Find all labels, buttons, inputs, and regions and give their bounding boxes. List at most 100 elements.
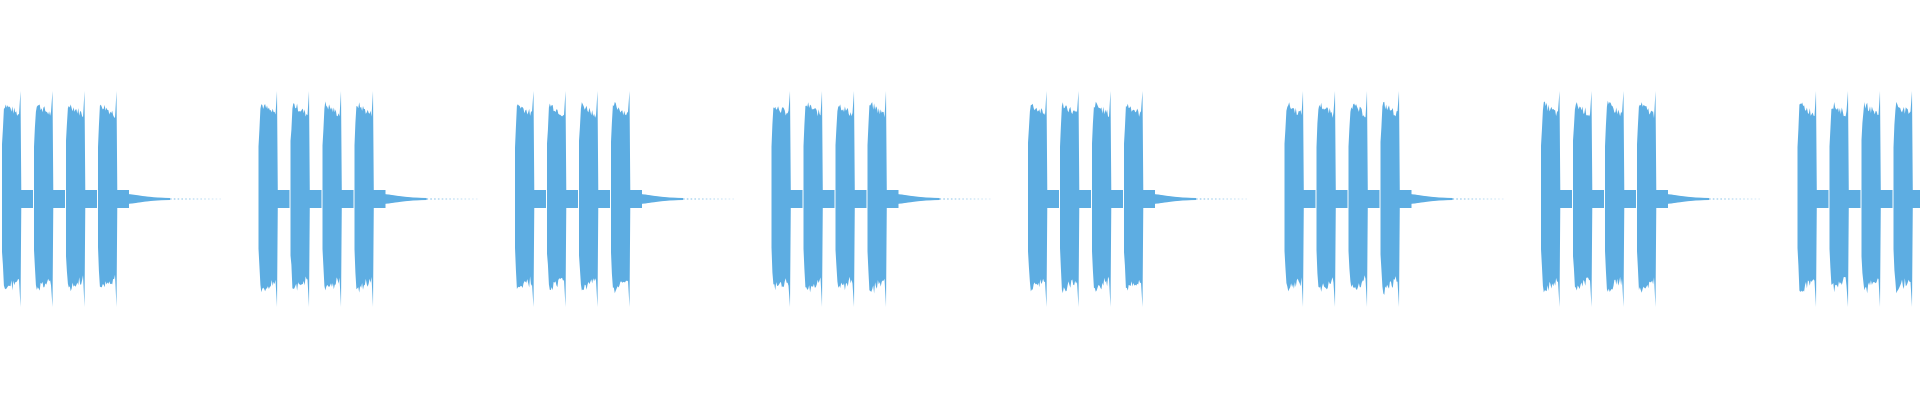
- waveform-residual: [1479, 198, 1481, 200]
- waveform-residual: [1196, 198, 1198, 200]
- waveform-centerline: [1905, 195, 1920, 203]
- waveform-notch: [1816, 190, 1829, 208]
- waveform-residual: [173, 198, 176, 200]
- waveform-burst: [579, 91, 606, 307]
- waveform-tail: [125, 194, 170, 204]
- waveform-notch: [1592, 190, 1604, 208]
- waveform-group: [258, 91, 478, 307]
- waveform-residual: [185, 198, 187, 200]
- waveform-burst: [1637, 91, 1664, 307]
- waveform-residual: [947, 198, 949, 200]
- waveform-residual: [204, 198, 206, 200]
- waveform-residual: [705, 198, 708, 200]
- waveform-tail: [1664, 194, 1709, 204]
- waveform-residual: [988, 198, 991, 200]
- waveform-residual: [196, 198, 199, 200]
- waveform-residual: [1747, 198, 1749, 200]
- waveform-residual: [724, 198, 727, 200]
- waveform-residual: [1482, 198, 1485, 200]
- waveform-notch: [341, 190, 354, 208]
- waveform-notch: [534, 190, 546, 208]
- waveform-group: [1797, 91, 1920, 307]
- waveform-burst: [867, 91, 894, 307]
- waveform-residual: [441, 198, 444, 200]
- waveform-residual: [426, 198, 429, 200]
- waveform-residual: [460, 198, 463, 200]
- waveform-notch: [277, 190, 290, 208]
- waveform-group: [771, 91, 991, 307]
- waveform-residual: [943, 198, 945, 200]
- waveform-burst: [34, 91, 61, 307]
- waveform-residual: [1712, 198, 1715, 200]
- waveform-notch: [1335, 190, 1348, 208]
- waveform-group: [515, 91, 734, 307]
- waveform-notch: [1367, 190, 1380, 208]
- waveform-burst: [1284, 91, 1311, 307]
- waveform-residual: [690, 198, 693, 200]
- waveform-tail: [381, 194, 427, 204]
- waveform-residual: [1460, 198, 1462, 200]
- waveform-residual: [686, 198, 689, 200]
- waveform-residual: [468, 198, 470, 200]
- waveform-residual: [192, 198, 195, 200]
- waveform-residual: [962, 198, 964, 200]
- waveform-residual: [973, 198, 976, 200]
- waveform-residual: [966, 198, 968, 200]
- waveform-notch: [1111, 190, 1123, 208]
- waveform-tail: [638, 194, 683, 204]
- waveform-residual: [1486, 198, 1489, 200]
- waveform-residual: [1467, 198, 1470, 200]
- waveform-residual: [453, 198, 455, 200]
- waveform-residual: [1237, 198, 1240, 200]
- waveform-burst: [1124, 91, 1151, 307]
- waveform-residual: [981, 198, 983, 200]
- waveform-residual: [437, 198, 440, 200]
- waveform-residual: [950, 198, 953, 200]
- waveform-residual: [969, 198, 972, 200]
- waveform-residual: [1501, 198, 1504, 200]
- waveform-residual: [1750, 198, 1753, 200]
- waveform-residual: [211, 198, 214, 200]
- waveform-residual: [1234, 198, 1236, 200]
- waveform-residual: [1245, 198, 1247, 200]
- waveform-burst: [354, 91, 381, 307]
- waveform-residual: [219, 198, 221, 200]
- waveform-burst: [1541, 91, 1568, 307]
- waveform-residual: [189, 198, 191, 200]
- waveform-group: [1028, 91, 1247, 307]
- waveform-burst: [515, 91, 542, 307]
- waveform-residual: [1724, 198, 1726, 200]
- waveform-residual: [430, 198, 432, 200]
- waveform-residual: [181, 198, 183, 200]
- waveform-burst: [2, 91, 29, 307]
- waveform-burst: [1316, 91, 1343, 307]
- waveform-residual: [702, 198, 704, 200]
- waveform-notch: [790, 190, 803, 208]
- waveform-burst: [547, 91, 574, 307]
- waveform-residual: [721, 198, 723, 200]
- waveform-residual: [1215, 198, 1217, 200]
- waveform-notch: [1624, 190, 1636, 208]
- waveform-residual: [728, 198, 731, 200]
- waveform-burst: [1380, 91, 1407, 307]
- waveform-residual: [1494, 198, 1496, 200]
- waveform-residual: [1739, 198, 1741, 200]
- waveform-residual: [1207, 198, 1209, 200]
- waveform-notch: [1848, 190, 1861, 208]
- waveform-residual: [177, 198, 180, 200]
- waveform-notch: [1047, 190, 1059, 208]
- waveform-residual: [1230, 198, 1232, 200]
- waveform-residual: [215, 198, 218, 200]
- waveform-residual: [694, 198, 696, 200]
- waveform-notch: [566, 190, 578, 208]
- waveform-residual: [1754, 198, 1757, 200]
- waveform-residual: [445, 198, 448, 200]
- waveform-residual: [1758, 198, 1760, 200]
- waveform-burst: [322, 91, 349, 307]
- waveform-residual: [683, 198, 685, 200]
- waveform-tail: [1407, 194, 1453, 204]
- waveform-notch: [1303, 190, 1316, 208]
- waveform-residual: [1203, 198, 1206, 200]
- waveform-residual: [456, 198, 459, 200]
